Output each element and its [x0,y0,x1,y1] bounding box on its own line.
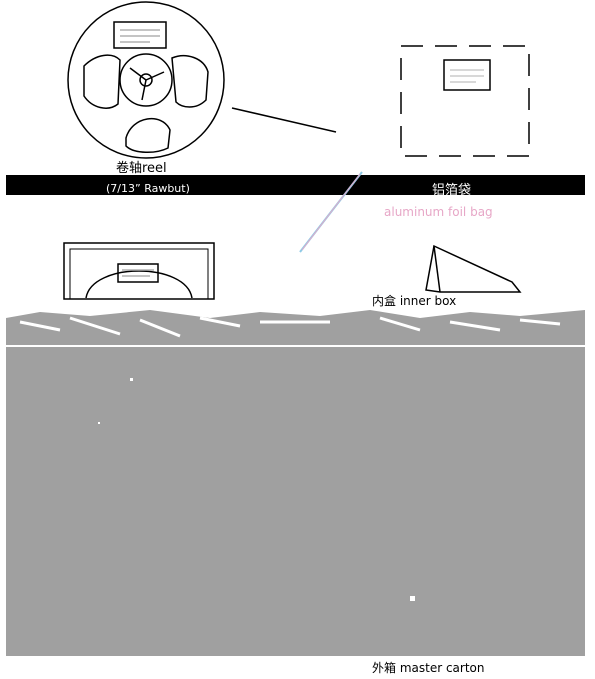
foil-bag-label [444,60,490,90]
reel-to-bag-line [232,108,336,132]
bag-label-cn: 铝箔袋 [432,182,471,198]
black-band [6,175,585,195]
carton-label: 外箱 master carton [372,660,484,675]
carton-flap-drawing [426,246,520,292]
reel-window-right [172,56,208,107]
carton-gray-edge [6,310,585,330]
reel-label [114,22,166,48]
inner-box-drawing [64,243,214,299]
foil-bag-outline [401,46,529,156]
reel-window-bottom [126,119,170,153]
reel-drawing [68,2,224,158]
bag-label-en: aluminum foil bag [384,205,493,219]
carton-flap [426,246,520,292]
inner-box-label: 内盒 inner box [372,293,456,308]
carton-area [6,310,585,656]
reel-window-left [84,55,120,108]
inner-box-reel [86,271,192,298]
carton-gray-area [6,318,585,656]
foil-bag-drawing [401,46,529,156]
reel-label-sub: (7/13” Rawbut) [106,182,190,195]
reel-label-cn: 卷轴reel [116,160,167,176]
inner-box-reel-label [118,264,158,282]
